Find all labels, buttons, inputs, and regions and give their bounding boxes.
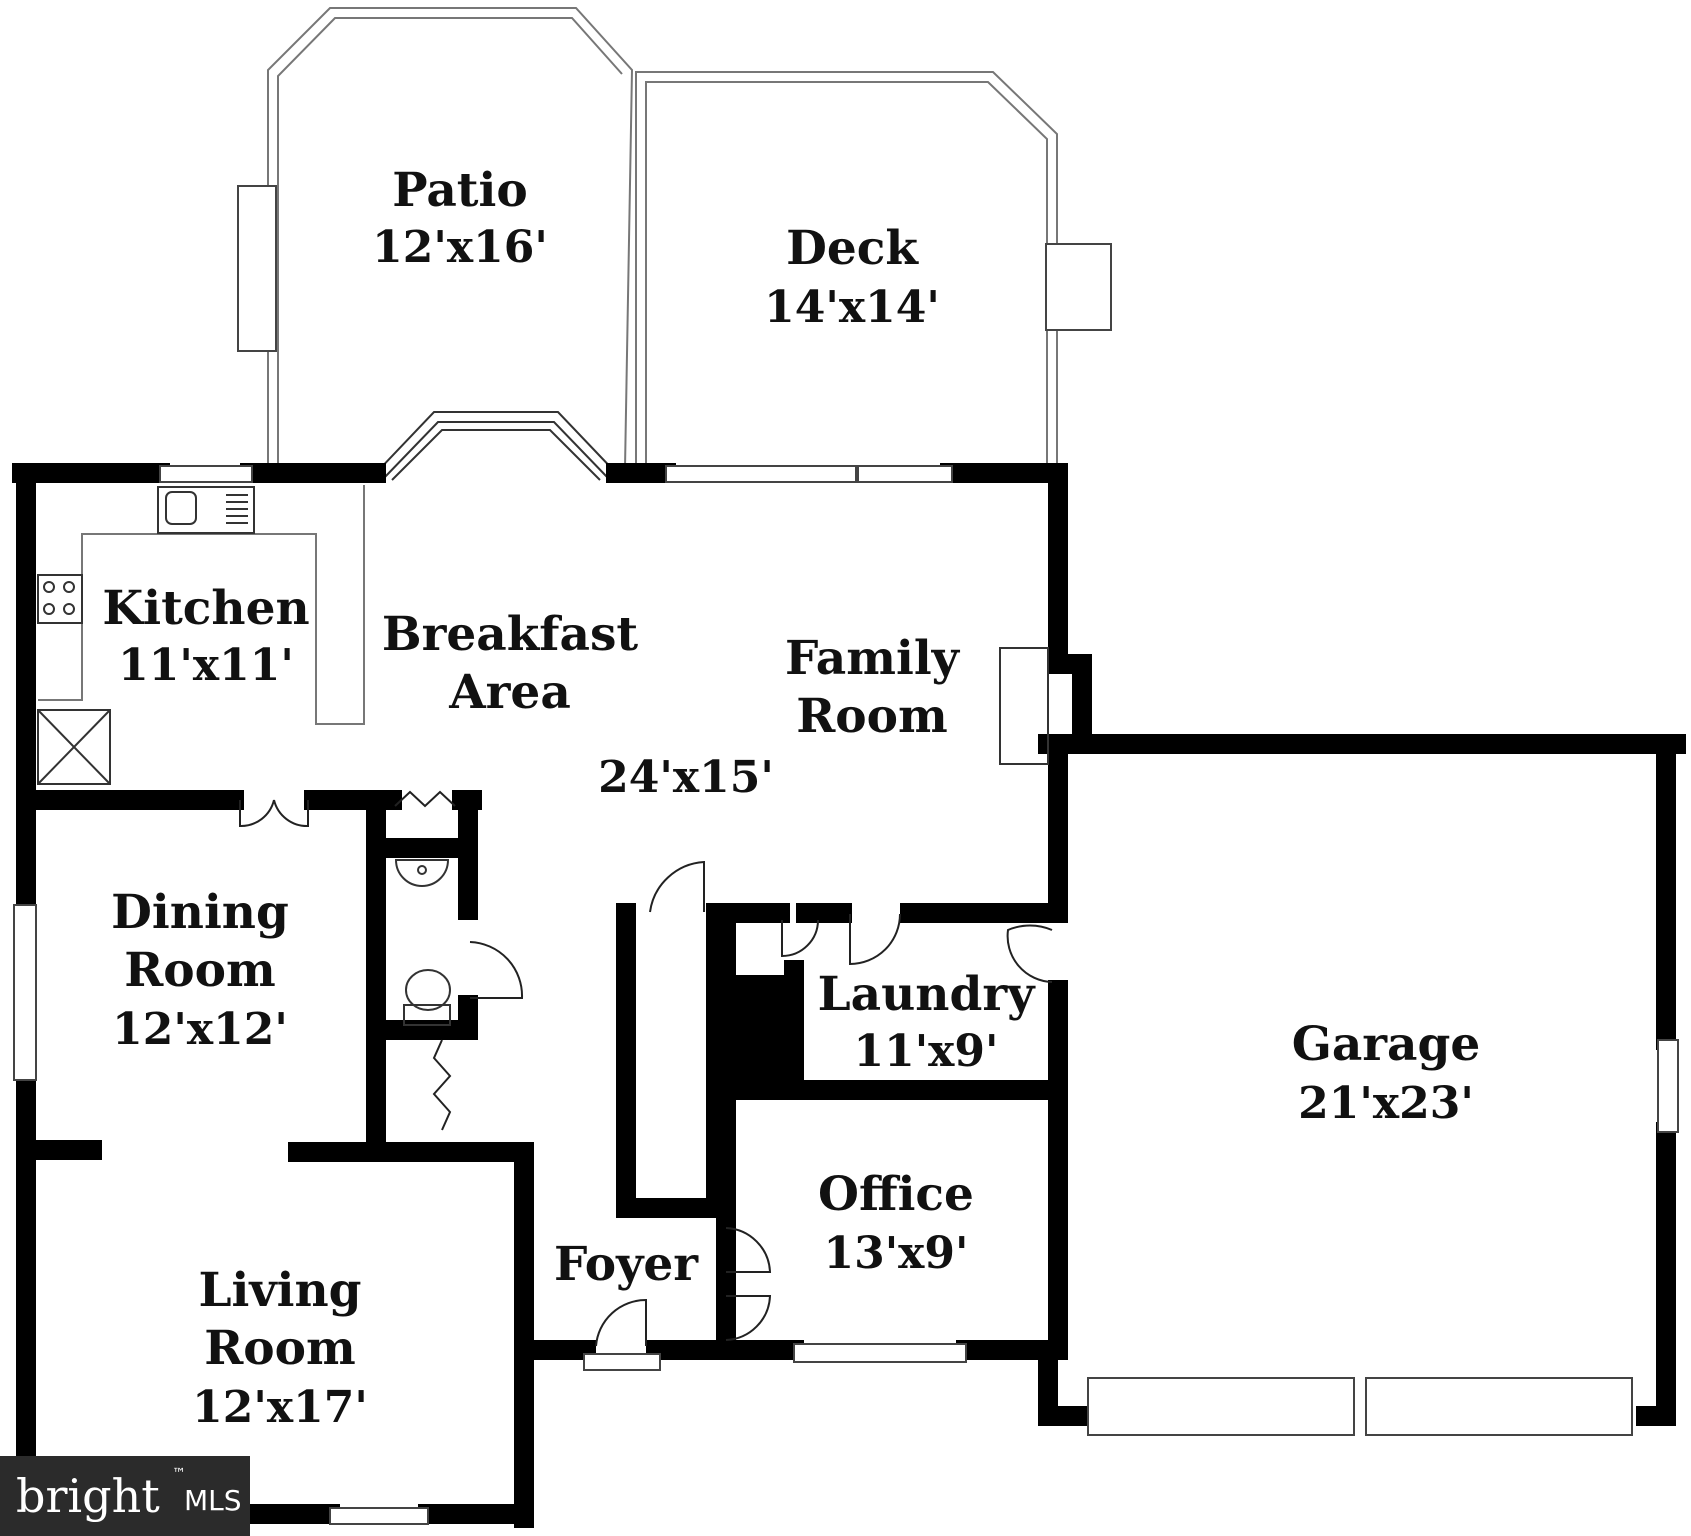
garage-doors	[1087, 1377, 1633, 1436]
exterior-walls	[12, 463, 1686, 1528]
laundry-name: Laundry	[818, 967, 1036, 1022]
patio-dim: 12'x16'	[372, 222, 548, 273]
garage-dim: 21'x23'	[1298, 1078, 1474, 1129]
living-dim: 12'x17'	[192, 1382, 368, 1433]
kitchen-fixtures	[37, 485, 365, 785]
office-name: Office	[818, 1167, 974, 1222]
deck-step	[1045, 243, 1112, 331]
doors	[239, 790, 1053, 1371]
kitchen-dim: 11'x11'	[118, 640, 294, 691]
patio-step	[237, 185, 277, 352]
dining-name-1: Dining	[111, 885, 289, 940]
powder-room-fixtures	[394, 859, 451, 1026]
bright-mls-watermark: bright ™ MLS	[0, 1456, 250, 1536]
breakfast-name-2: Area	[448, 665, 571, 720]
breakfast-name-1: Breakfast	[382, 607, 639, 662]
dining-dim: 12'x12'	[112, 1004, 288, 1055]
living-name-2: Room	[204, 1321, 356, 1376]
laundry-dim: 11'x9'	[853, 1026, 998, 1077]
bay-window	[373, 411, 619, 481]
watermark-tm: ™	[172, 1466, 186, 1482]
watermark-suffix: MLS	[184, 1484, 242, 1517]
deck-dim: 14'x14'	[764, 282, 940, 333]
deck-name: Deck	[786, 221, 919, 276]
foyer-name: Foyer	[554, 1237, 699, 1292]
living-name-1: Living	[198, 1263, 361, 1318]
watermark-box	[0, 1456, 250, 1536]
windows	[13, 465, 1679, 1525]
kitchen-name: Kitchen	[102, 581, 309, 636]
watermark-brand: bright	[16, 1469, 160, 1523]
office-dim: 13'x9'	[823, 1228, 968, 1279]
garage-name: Garage	[1292, 1017, 1481, 1072]
patio-outline	[267, 7, 634, 469]
stair-block	[724, 975, 788, 1090]
dining-name-2: Room	[124, 943, 276, 998]
family-name-2: Room	[796, 689, 948, 744]
family-name-1: Family	[785, 631, 961, 686]
fireplace	[999, 647, 1049, 765]
family-dim: 24'x15'	[598, 752, 774, 803]
patio-name: Patio	[392, 163, 527, 218]
